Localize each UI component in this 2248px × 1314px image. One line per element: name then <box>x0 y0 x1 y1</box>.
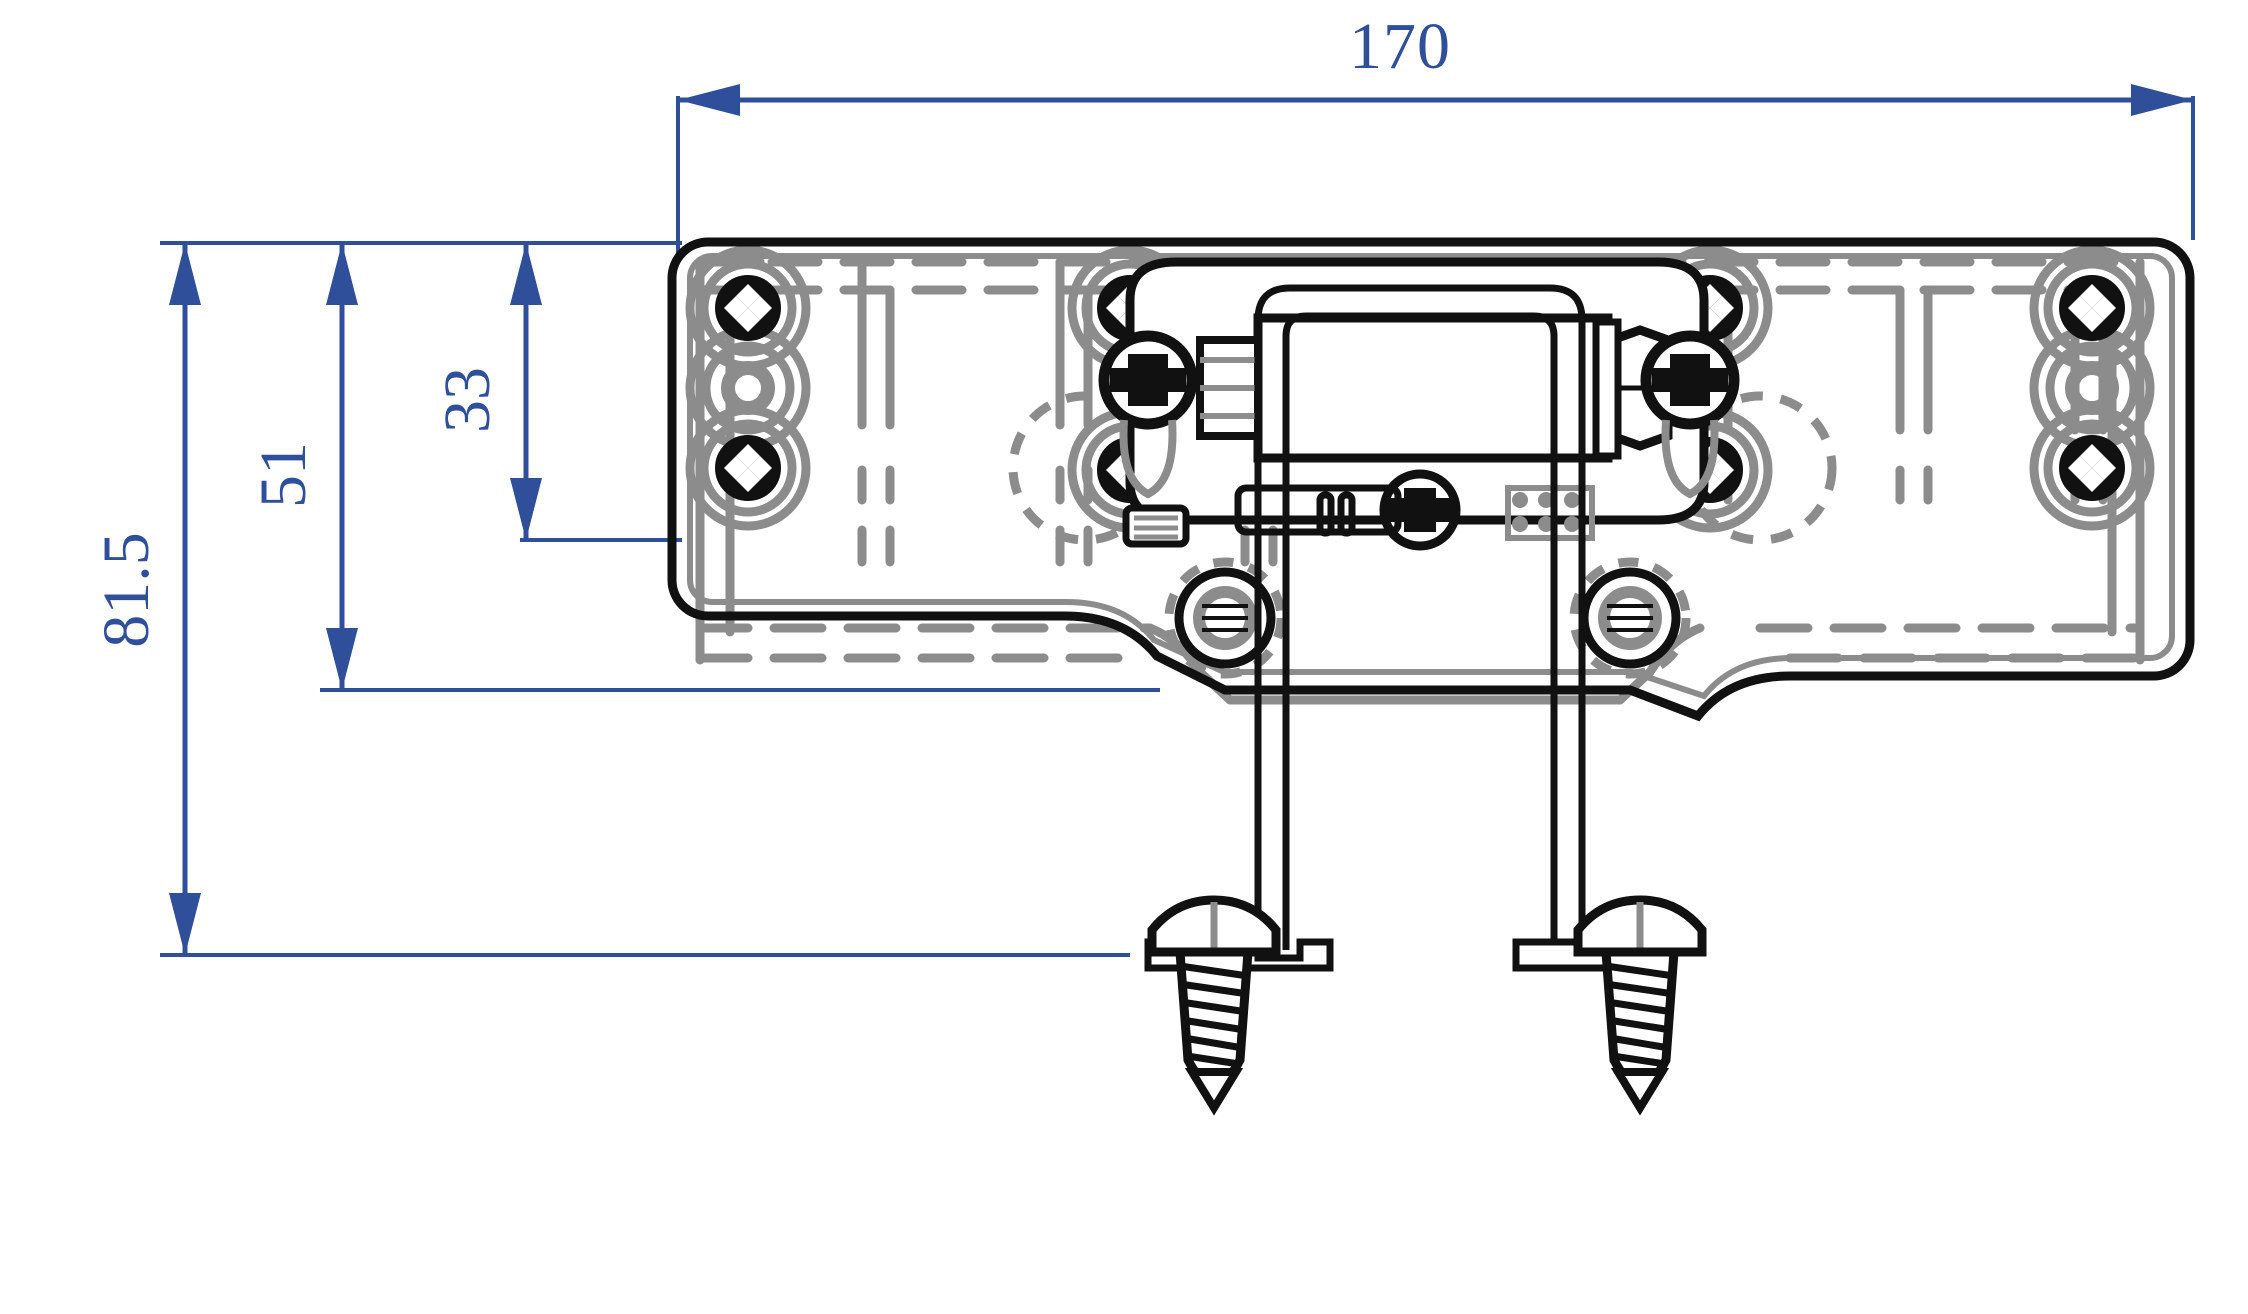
arrow-170-right <box>2131 84 2193 116</box>
u-shaped-wire-bracket <box>1254 284 1586 950</box>
arrow-51-bot <box>326 628 358 690</box>
arrow-33-bot <box>510 478 542 540</box>
arrow-815-bot <box>169 893 201 955</box>
phillips-screw-left <box>1098 330 1198 430</box>
housing-outline <box>667 237 2195 722</box>
screw-shank-group <box>1119 419 1719 499</box>
through-hole-left <box>721 361 775 415</box>
cross-recess-screw-1 <box>715 275 781 341</box>
wood-screw-right <box>1573 895 1707 1116</box>
center-terminal-module <box>1125 257 1709 525</box>
boss-ring-mid-6 <box>2043 419 2141 517</box>
bottom-center-details <box>1122 469 1595 551</box>
boss-ring-mid-3 <box>699 419 797 517</box>
contact-bar-group <box>1505 485 1595 541</box>
arrow-170-left <box>678 84 740 116</box>
arrow-51-top <box>326 243 358 305</box>
arrow-815-top <box>169 243 201 305</box>
phillips-screw-right <box>1640 330 1740 430</box>
dimension-layer <box>160 84 2195 957</box>
through-hole-group <box>721 361 2119 415</box>
contact-dot-matrix <box>1512 492 1580 532</box>
detail-bar <box>1234 484 1402 536</box>
boss-ring-mid-5 <box>2045 341 2139 435</box>
phillips-screw-center <box>1379 469 1461 551</box>
lower-boss-group <box>1174 567 1681 669</box>
dimension-label-170: 170 <box>1349 10 1451 83</box>
label-plate-left <box>1122 504 1190 548</box>
wood-screw-left <box>1147 895 1281 1116</box>
dimension-label-51: 51 <box>247 442 320 508</box>
dimension-label-81-5: 81.5 <box>90 532 163 648</box>
housing-outline-inner <box>687 253 2175 700</box>
boss-ring-mid-1 <box>699 259 797 357</box>
terminal-plate-right <box>1592 318 1622 460</box>
cross-recess-screw-8 <box>2059 435 2125 501</box>
arrow-33-top <box>510 243 542 305</box>
boss-ring-mid-4 <box>2043 259 2141 357</box>
cross-recess-screw-7 <box>2059 275 2125 341</box>
cross-recess-screw-2 <box>715 435 781 501</box>
boss-ring-mid-2 <box>701 341 795 435</box>
through-hole-right <box>2065 361 2119 415</box>
dimension-label-33: 33 <box>431 367 504 433</box>
